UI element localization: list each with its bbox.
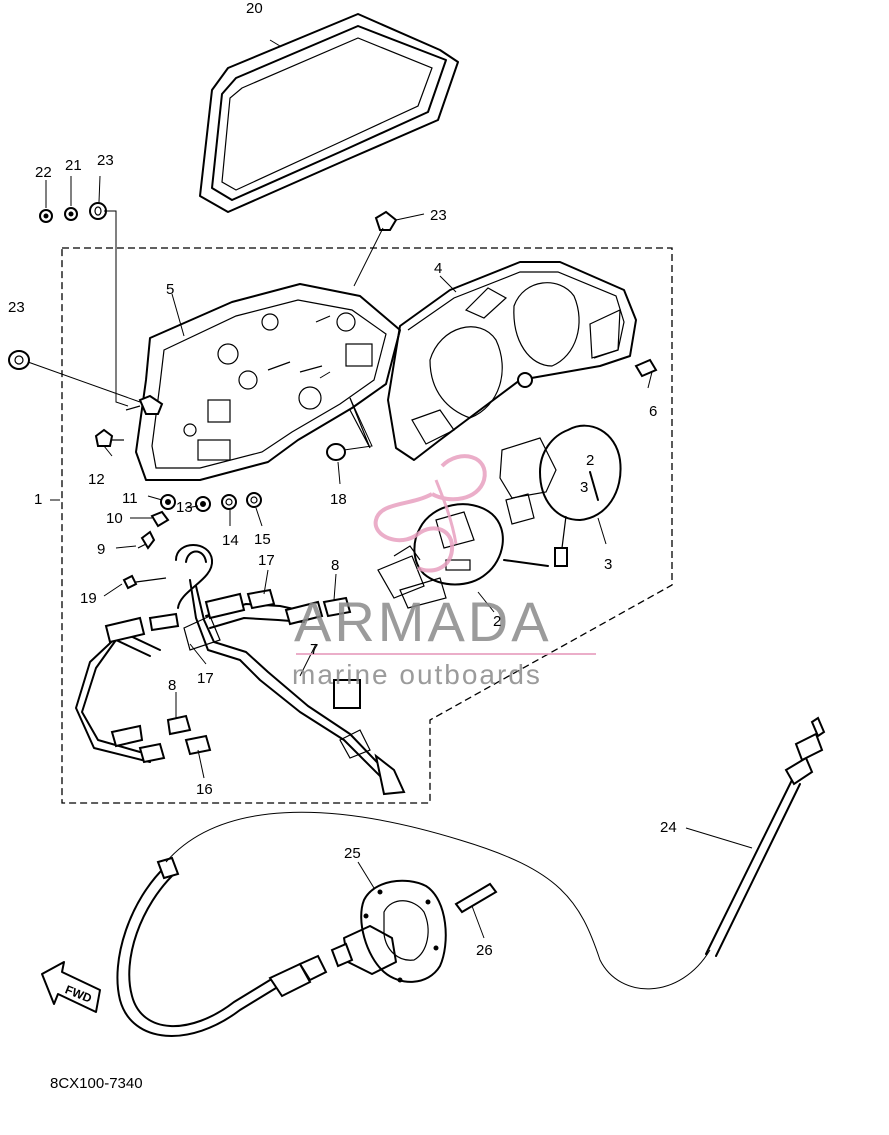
leader-lines <box>27 39 753 939</box>
meter-case-5 <box>135 283 401 481</box>
bulb-6 <box>517 358 658 388</box>
washer-21 <box>64 207 78 221</box>
pin-26 <box>454 882 498 914</box>
grommet-14 <box>221 494 237 510</box>
callout: 17 <box>197 670 214 687</box>
callout: 7 <box>310 641 318 658</box>
gasket-frame-20 <box>199 13 459 213</box>
grommet-23-a <box>89 202 107 220</box>
speedometer-cable-24 <box>116 716 826 1037</box>
callout: 22 <box>35 164 52 181</box>
drawing-code: 8CX100-7340 <box>50 1075 143 1092</box>
callout: 21 <box>65 157 82 174</box>
callout: 8 <box>168 677 176 694</box>
svg-text:3: 3 <box>580 479 588 496</box>
callout: 23 <box>8 299 25 316</box>
grommet-23-b <box>374 210 398 231</box>
callout: 17 <box>258 552 275 569</box>
gear-unit-25 <box>330 879 447 983</box>
callout: 13 <box>176 499 193 516</box>
callout: 9 <box>97 541 105 558</box>
washer-13 <box>195 496 211 512</box>
callout: 11 <box>122 490 138 507</box>
callout: 19 <box>80 590 97 607</box>
grommet-18 <box>326 443 346 461</box>
bulb-stud-5 <box>125 394 164 415</box>
callout: 26 <box>476 942 493 959</box>
callout: 15 <box>254 531 271 548</box>
callout: 10 <box>106 510 123 527</box>
collar-15 <box>246 492 262 508</box>
assembly-boundary <box>61 247 673 804</box>
fwd-arrow-icon: FWD <box>41 961 101 1013</box>
callout: 3 <box>604 556 612 573</box>
callout: 5 <box>166 281 174 298</box>
washer-10 <box>150 510 170 528</box>
callout: 18 <box>330 491 347 508</box>
callout: 6 <box>649 403 657 420</box>
brand-watermark: ARMADA marine outboards <box>292 454 596 690</box>
callout: 12 <box>88 471 105 488</box>
brand-name: ARMADA <box>294 590 552 653</box>
callout: 23 <box>430 207 447 224</box>
speedometer-2 <box>377 503 549 609</box>
armada-logo-icon <box>373 454 487 573</box>
callouts: 1 2 3 4 5 6 7 8 8 9 10 11 12 13 14 15 16… <box>8 0 677 959</box>
meter-housing-4 <box>387 261 637 461</box>
callout: 14 <box>222 532 239 549</box>
tachometer-3: 2 3 <box>499 424 622 567</box>
nut-11 <box>160 494 176 510</box>
callout: 25 <box>344 845 361 862</box>
callout: 2 <box>493 613 501 630</box>
bolt-19 <box>122 574 167 590</box>
callout: 20 <box>246 0 263 17</box>
grommet-23-c <box>8 350 30 370</box>
callout: 24 <box>660 819 677 836</box>
screw-9 <box>137 530 156 550</box>
callout: 23 <box>97 152 114 169</box>
callout: 1 <box>34 491 42 508</box>
callout: 8 <box>331 557 339 574</box>
callout: 16 <box>196 781 213 798</box>
brand-tagline: marine outboards <box>292 659 542 690</box>
bulb-socket-12 <box>94 428 124 447</box>
nut-22 <box>39 209 53 223</box>
callout: 4 <box>434 260 442 277</box>
bulb-holders <box>104 588 352 764</box>
svg-text:2: 2 <box>586 452 594 469</box>
